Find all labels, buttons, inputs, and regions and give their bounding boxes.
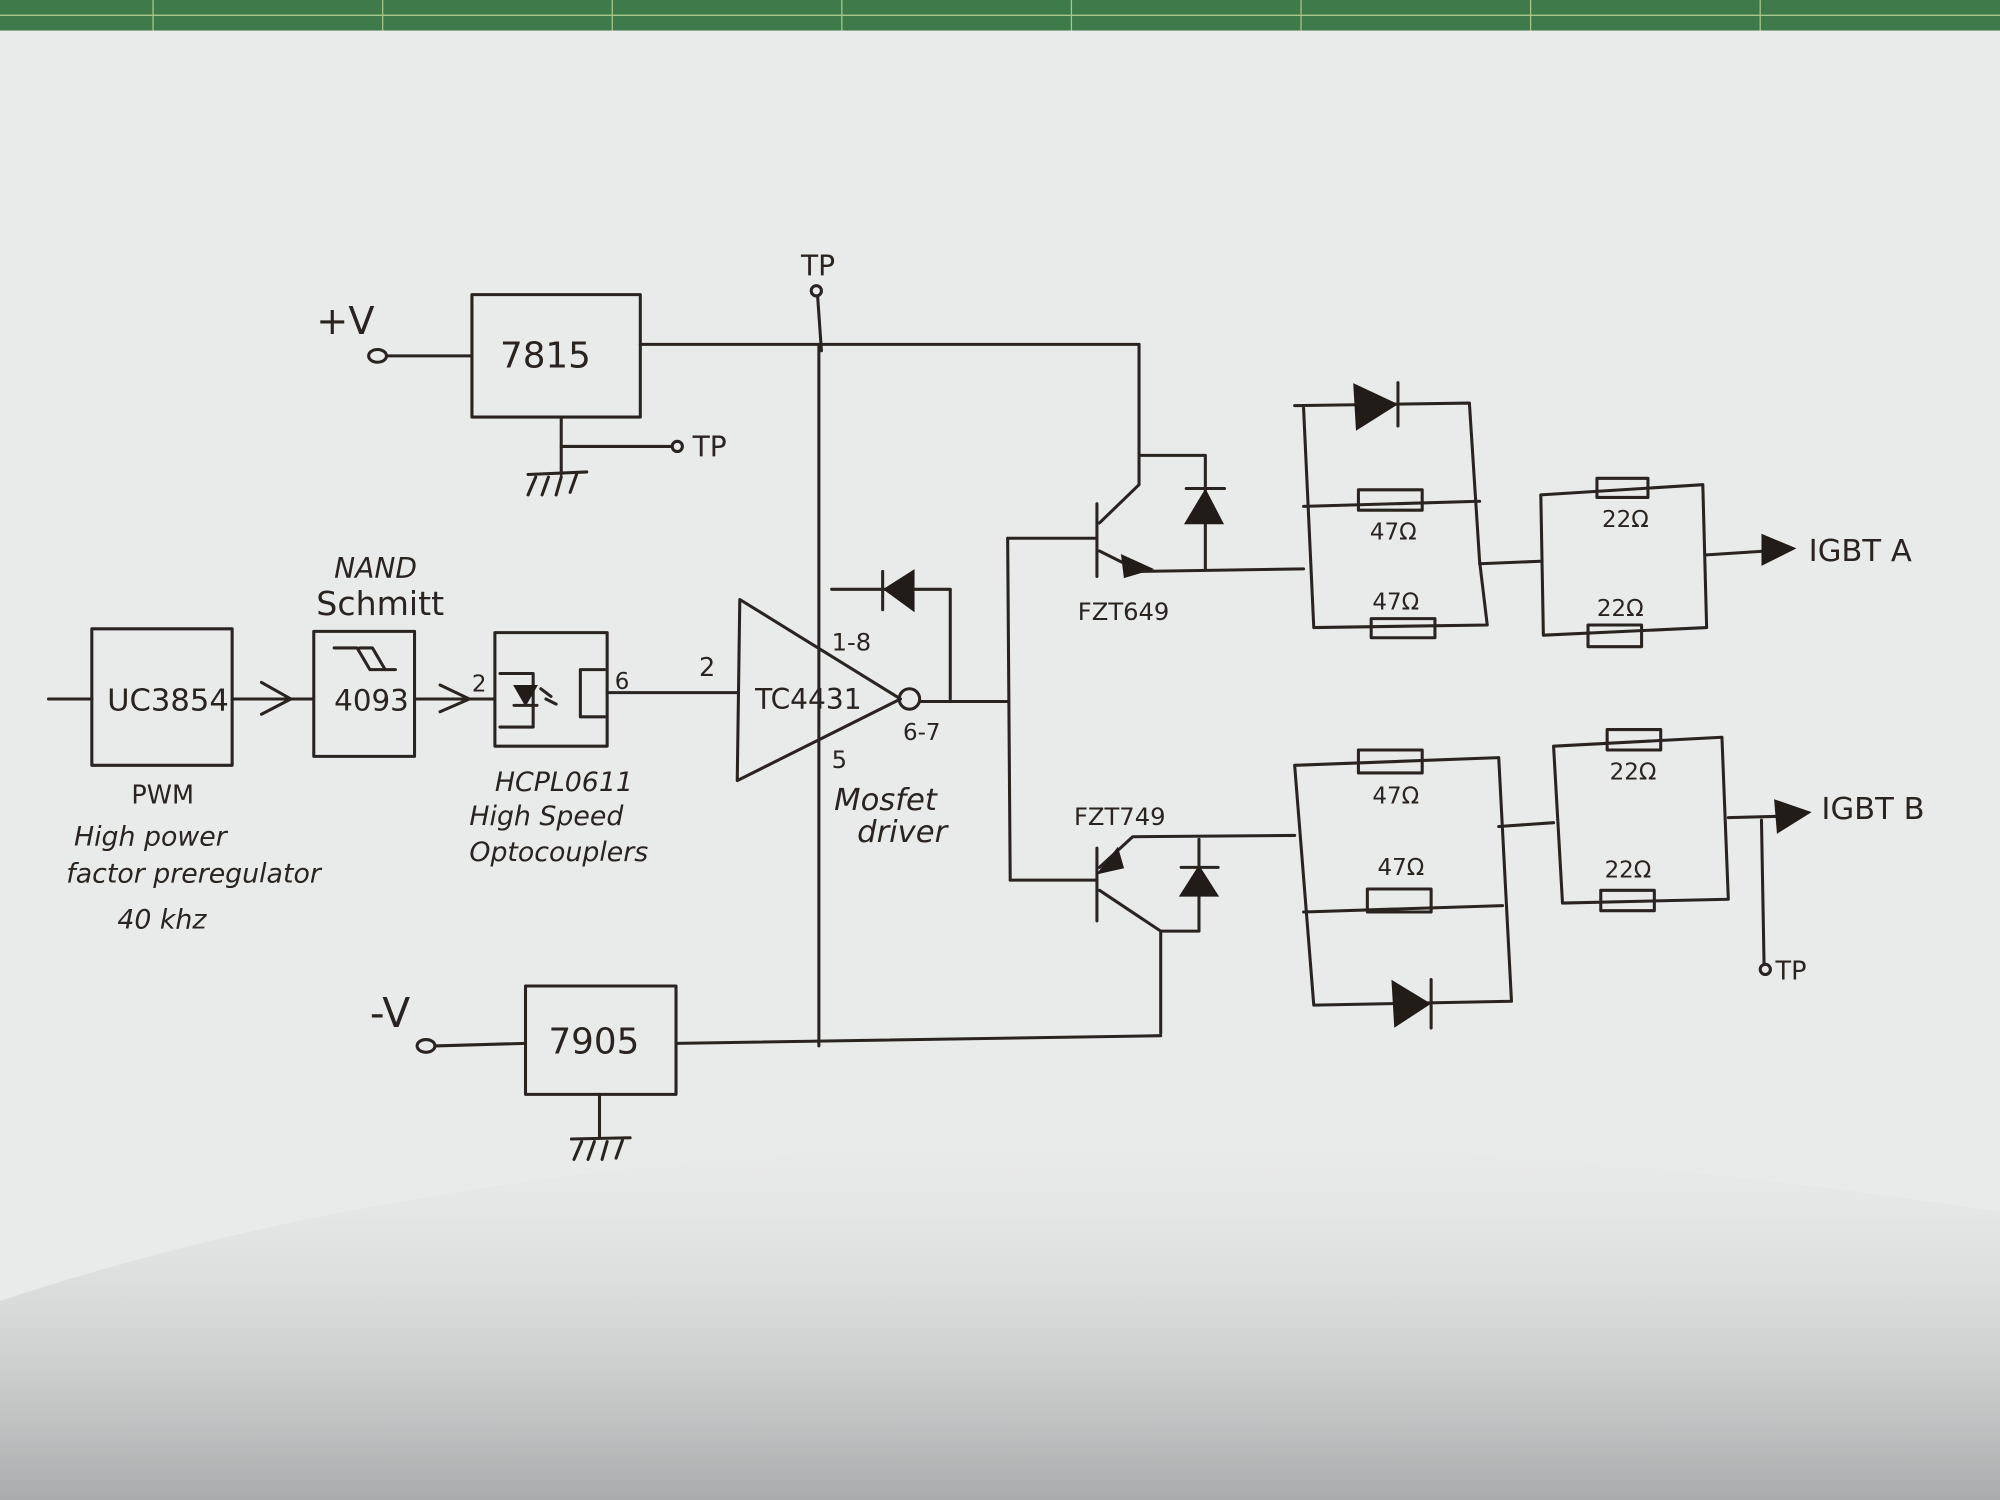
diode-icon xyxy=(1178,864,1220,897)
hand-shadow xyxy=(0,1142,2000,1500)
stage-a: FZT649 47Ω 47Ω 22Ω 22Ω IGBT A xyxy=(1006,342,1912,649)
opto-pin-out: 6 xyxy=(615,669,630,695)
emitter-arrow-icon xyxy=(1096,846,1125,875)
diode-icon xyxy=(882,569,915,613)
resistor-b4-label: 22Ω xyxy=(1605,858,1652,884)
schmitt-block: NAND Schmitt 4093 xyxy=(312,552,497,758)
schmitt-chip-label: 4093 xyxy=(334,683,409,717)
output-arrow-icon xyxy=(1774,799,1812,834)
driver-block: 2 TC4431 1-8 5 6-7 Mosfet driver xyxy=(699,536,1012,882)
pwm-desc-1: High power xyxy=(74,822,229,853)
neg-regulator: -V 7905 xyxy=(370,984,1163,1161)
output-arrow-icon xyxy=(1761,533,1797,566)
regulator-7815-label: 7815 xyxy=(500,335,591,376)
schmitt-label-1: NAND xyxy=(334,552,417,585)
opto-desc-1: High Speed xyxy=(469,801,624,832)
driver-chip-label: TC4431 xyxy=(754,683,861,716)
fzt649-label: FZT649 xyxy=(1078,598,1170,626)
opto-pin-in: 2 xyxy=(472,671,487,697)
stage-b: FZT749 47Ω 47Ω 22Ω 22Ω IGBT B TP xyxy=(1008,728,1925,1035)
resistor-a4-label: 22Ω xyxy=(1597,596,1644,622)
diode-icon xyxy=(1391,979,1431,1028)
pwm-desc-3: 40 khz xyxy=(117,905,207,936)
regulator-7905-label: 7905 xyxy=(548,1022,639,1063)
driver-desc-2: driver xyxy=(857,815,949,850)
resistor-a1-label: 47Ω xyxy=(1370,520,1417,546)
igbt-a-label: IGBT A xyxy=(1809,534,1912,569)
tp-b-label: TP xyxy=(1775,957,1807,987)
cutting-mat xyxy=(0,0,2000,31)
schmitt-label-2: Schmitt xyxy=(316,584,444,623)
opto-desc-2: Optocouplers xyxy=(469,837,648,868)
pwm-title: PWM xyxy=(131,781,194,811)
emitter-arrow-icon xyxy=(1120,554,1155,579)
fzt749-label: FZT749 xyxy=(1074,803,1166,831)
opto-chip-label: HCPL0611 xyxy=(495,767,633,798)
driver-pin-in: 2 xyxy=(699,653,715,683)
pwm-desc-2: factor preregulator xyxy=(66,859,323,890)
pwm-block: UC3854 PWM High power factor preregulato… xyxy=(46,627,323,936)
pos-supply-label: +V xyxy=(316,299,374,344)
led-icon xyxy=(513,684,538,707)
diode-icon xyxy=(1353,383,1399,431)
diode-icon xyxy=(1183,488,1225,525)
igbt-b-label: IGBT B xyxy=(1821,792,1924,827)
driver-pin-gnd: 5 xyxy=(832,746,847,774)
driver-desc-1: Mosfet xyxy=(834,783,938,818)
neg-supply-label: -V xyxy=(370,989,410,1037)
hysteresis-icon xyxy=(332,646,397,672)
opto-block: 2 6 HCPL0611 High Speed Optocouplers xyxy=(469,631,739,868)
pos-regulator: +V 7815 TP TP xyxy=(316,250,1141,497)
resistor-b2-label: 47Ω xyxy=(1378,855,1425,881)
driver-pin-supply: 1-8 xyxy=(832,629,872,657)
pwm-chip-label: UC3854 xyxy=(107,683,229,718)
resistor-b3-label: 22Ω xyxy=(1610,759,1657,785)
driver-pin-out: 6-7 xyxy=(903,720,940,746)
resistor-a3-label: 22Ω xyxy=(1602,507,1649,533)
tp-top-label: TP xyxy=(800,250,835,283)
resistor-b1-label: 47Ω xyxy=(1372,784,1419,810)
resistor-a2-label: 47Ω xyxy=(1372,590,1419,616)
tp-gnd-label: TP xyxy=(692,431,727,464)
